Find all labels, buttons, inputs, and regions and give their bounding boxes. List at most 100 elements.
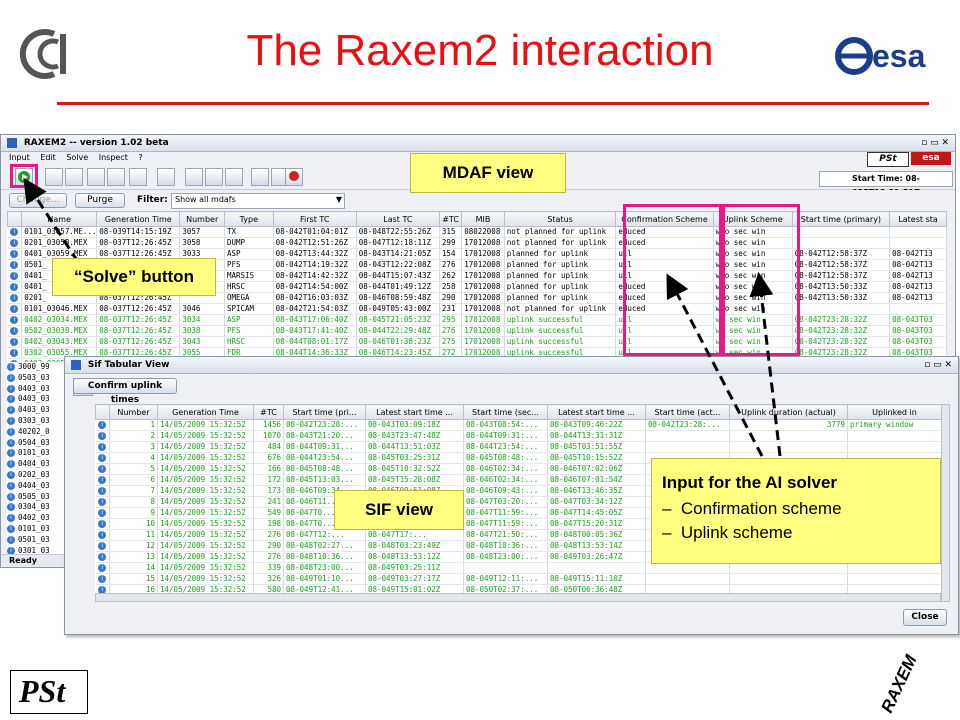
sif-window-controls[interactable]: ▫ ▭ ✕ [924, 360, 952, 370]
close-button[interactable]: Close [903, 609, 947, 626]
list-item-name: 0404_03 [18, 480, 50, 490]
window-controls[interactable]: ▫ ▭ ✕ [921, 138, 949, 148]
info-dot-icon: i [7, 481, 15, 490]
sif-column-header[interactable]: Start time (pri... [283, 404, 366, 420]
info-dot-icon: i [10, 294, 19, 302]
edit-icon[interactable] [45, 168, 63, 186]
table-cell: 08-048T10:36:... [463, 540, 548, 552]
sif-column-header[interactable]: Uplinked in [847, 404, 942, 420]
menu-solve[interactable]: Solve [66, 153, 89, 162]
mdaf-column-header[interactable] [6, 211, 23, 227]
mdaf-column-header[interactable]: Type [223, 211, 274, 227]
list-icon[interactable] [65, 168, 83, 186]
confirm-uplink-button[interactable]: Confirm uplink times [73, 378, 177, 405]
table-cell [889, 303, 947, 315]
list-item-name: 3000_99 [18, 362, 50, 371]
menu-input[interactable]: Input [9, 153, 30, 162]
menu-inspect[interactable]: Inspect [98, 153, 128, 162]
mdaf-column-header[interactable]: Confirmation Scheme [615, 211, 714, 227]
table-cell: 15 [109, 573, 158, 585]
grid-icon[interactable] [205, 168, 223, 186]
refresh-icon[interactable] [185, 168, 203, 186]
power-icon[interactable] [285, 168, 303, 186]
table-cell: 17012008 [461, 259, 505, 271]
chart-icon[interactable] [107, 168, 125, 186]
table-cell: w/o sec win [713, 248, 793, 260]
sif-column-header[interactable]: Uplink duration (actual) [729, 404, 848, 420]
mdaf-column-header[interactable]: Last TC [355, 211, 440, 227]
mdaf-column-header[interactable]: Latest sta [889, 211, 947, 227]
sif-column-header[interactable]: Start time (sec... [463, 404, 548, 420]
table-cell: 08-048T13:53:12Z [365, 551, 464, 563]
list-item-name: 0303_03 [18, 415, 50, 425]
mdaf-column-header[interactable]: Generation Time [96, 211, 181, 227]
info-icon: i [7, 281, 23, 293]
purge-button[interactable]: Purge [75, 193, 125, 208]
table-row[interactable]: i0401_08-037T12:26:45ZMARSIS08-042T14:42… [7, 270, 947, 282]
chevron-down-icon: ▼ [335, 195, 342, 204]
table-cell: 08-043T17:06:40Z [273, 314, 357, 326]
mdaf-column-header[interactable]: #TC [438, 211, 463, 227]
table-cell: 08-042T01:04:01Z [273, 226, 357, 238]
sif-column-header[interactable]: Latest start time ... [547, 404, 646, 420]
sif-column-header[interactable]: Generation Time [157, 404, 254, 420]
back-icon[interactable] [251, 168, 269, 186]
sif-horizontal-scrollbar[interactable] [95, 593, 941, 602]
sif-column-header[interactable] [95, 404, 110, 420]
menu-help[interactable]: ? [138, 153, 143, 162]
mdaf-column-header[interactable]: Status [503, 211, 617, 227]
info-dot-icon: i [7, 406, 15, 415]
menu-edit[interactable]: Edit [40, 153, 56, 162]
table-cell: 14/05/2009 15:32:52 [157, 430, 254, 442]
mdaf-column-header[interactable]: Uplink Scheme [712, 211, 793, 227]
sif-column-header[interactable]: #TC [253, 404, 284, 420]
mdaf-column-header[interactable]: Name [21, 211, 98, 227]
filter-select[interactable]: Show all mdafs ▼ [171, 193, 345, 209]
table-cell: 08-049T15:11:10Z [547, 573, 646, 585]
sif-column-header[interactable]: Latest start time ... [365, 404, 464, 420]
table-icon[interactable] [87, 168, 105, 186]
table-cell: 3038 [179, 325, 225, 337]
sif-column-header[interactable]: Number [109, 404, 158, 420]
image-icon[interactable] [157, 168, 175, 186]
mdaf-column-header[interactable]: Start time (primary) [791, 211, 891, 227]
mdaf-column-header[interactable]: First TC [272, 211, 357, 227]
sif-vertical-scrollbar[interactable] [941, 404, 950, 602]
mdaf-column-header[interactable]: Number [179, 211, 225, 227]
doc-icon[interactable] [129, 168, 147, 186]
filter-label: Filter: [137, 195, 168, 205]
delete-icon[interactable] [225, 168, 243, 186]
sif-column-header[interactable]: Start time (act... [645, 404, 730, 420]
table-cell: 08-042T23:28:32Z [792, 314, 891, 326]
